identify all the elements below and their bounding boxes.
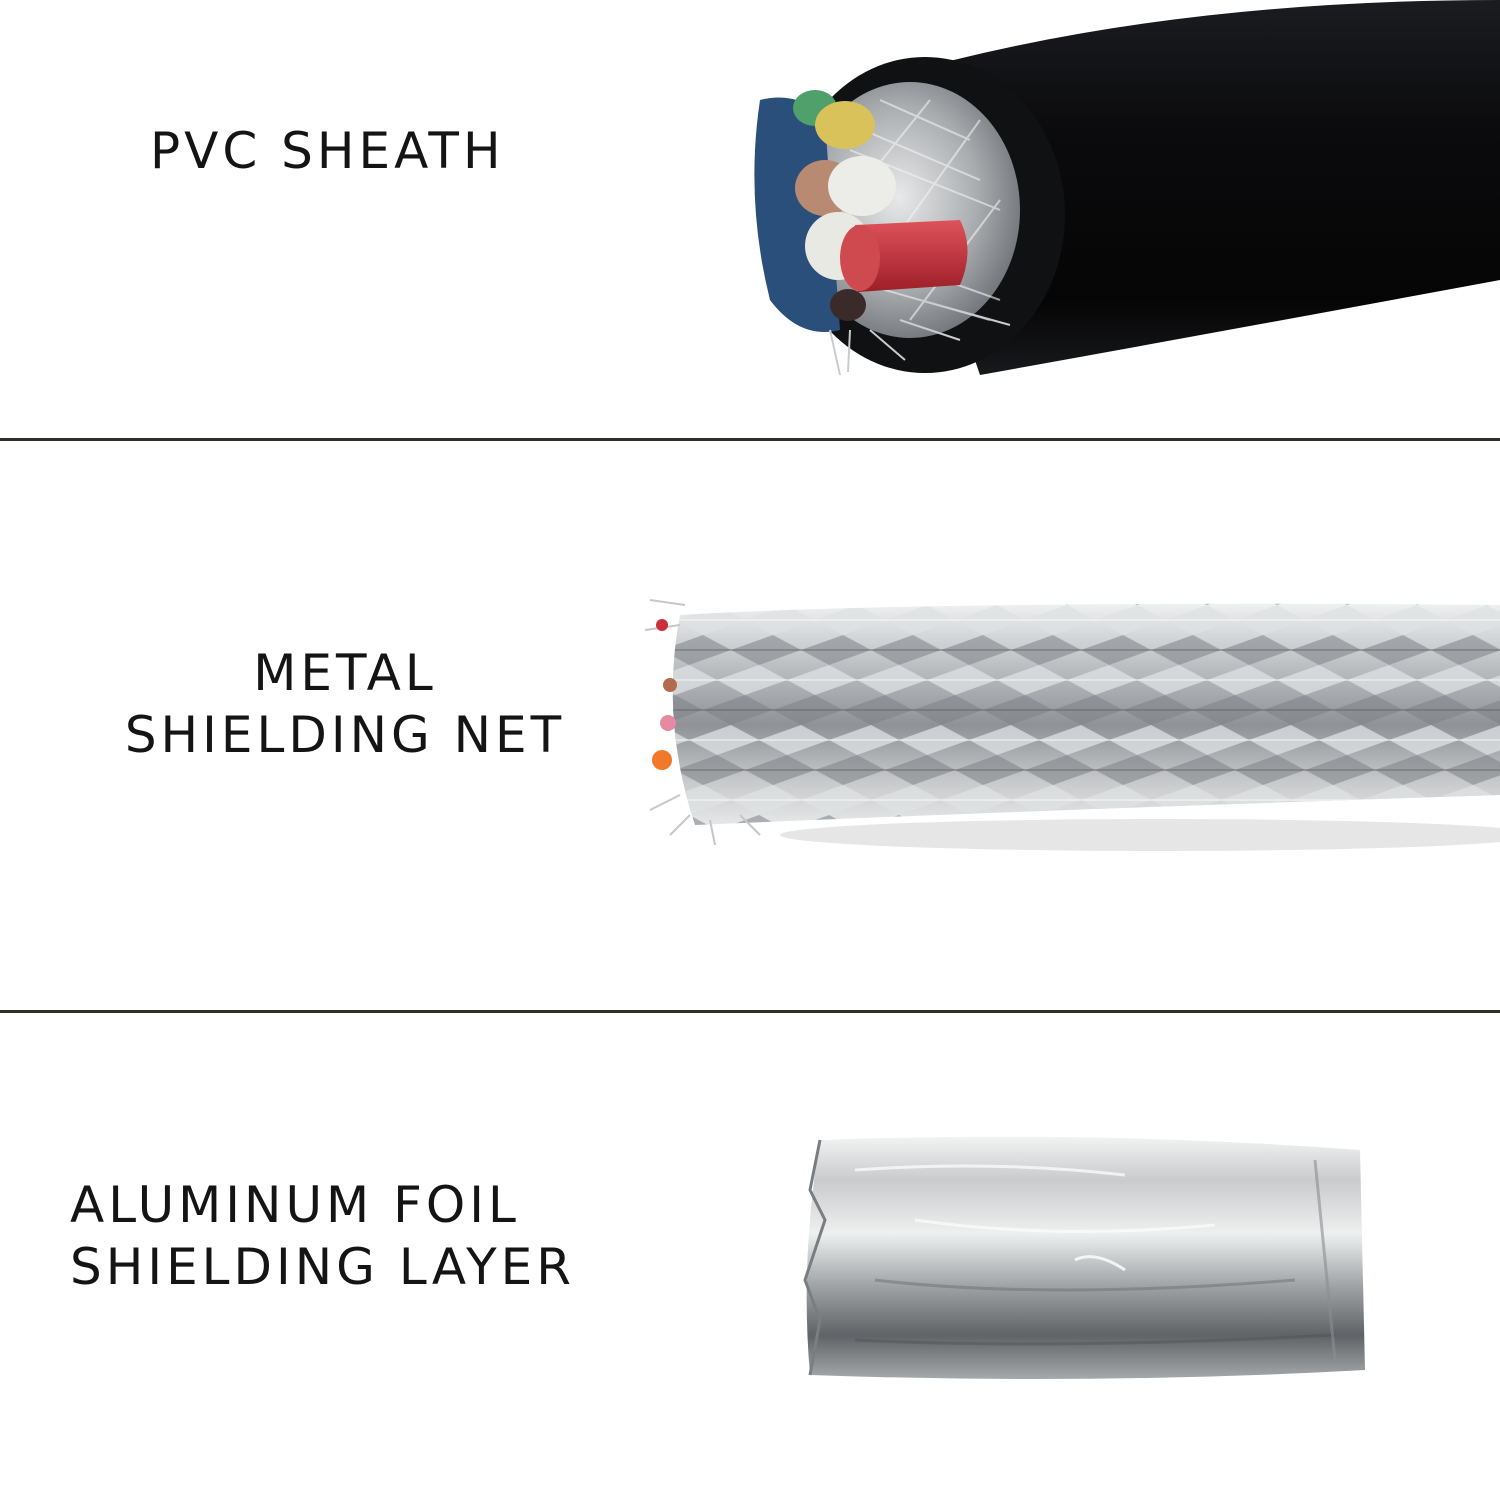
foil-torn-edge [803, 1139, 827, 1376]
metal-shielding-net-label-line-1: METAL [253, 644, 437, 702]
aluminum-foil-shield-image [803, 1136, 1365, 1379]
braided-shielding-net-image [644, 599, 1500, 851]
braid-shadow [780, 819, 1500, 851]
conductor-orange [652, 750, 672, 770]
core-red [855, 220, 968, 292]
aluminum-foil-label-line-2: SHIELDING LAYER [70, 1238, 576, 1296]
aluminum-foil-label-line-1: ALUMINUM FOIL [70, 1176, 520, 1234]
pvc-sheath-label: PVC SHEATH [150, 120, 505, 182]
section-divider-1 [0, 438, 1500, 441]
core-white-1 [828, 156, 896, 216]
conductor-pink [660, 715, 676, 731]
braid-weave-texture [672, 603, 1500, 825]
core-yellow [815, 101, 875, 149]
conductor-copper [663, 678, 677, 692]
braid-frayed-end [644, 599, 761, 846]
conductor-red [656, 619, 668, 631]
aluminum-foil-label: ALUMINUM FOIL SHIELDING LAYER [70, 1174, 575, 1298]
core-dark [830, 289, 866, 321]
metal-shielding-net-label: METAL SHIELDING NET [110, 642, 580, 766]
core-red-end [840, 225, 880, 291]
pvc-sheath-cable-image [754, 0, 1500, 376]
foil-crinkles [854, 1159, 1337, 1361]
stray-wires [829, 299, 1011, 376]
section-divider-2 [0, 1010, 1500, 1013]
metal-shielding-net-label-line-2: SHIELDING NET [124, 706, 566, 764]
pvc-sheath-label-line-1: PVC SHEATH [150, 122, 505, 180]
